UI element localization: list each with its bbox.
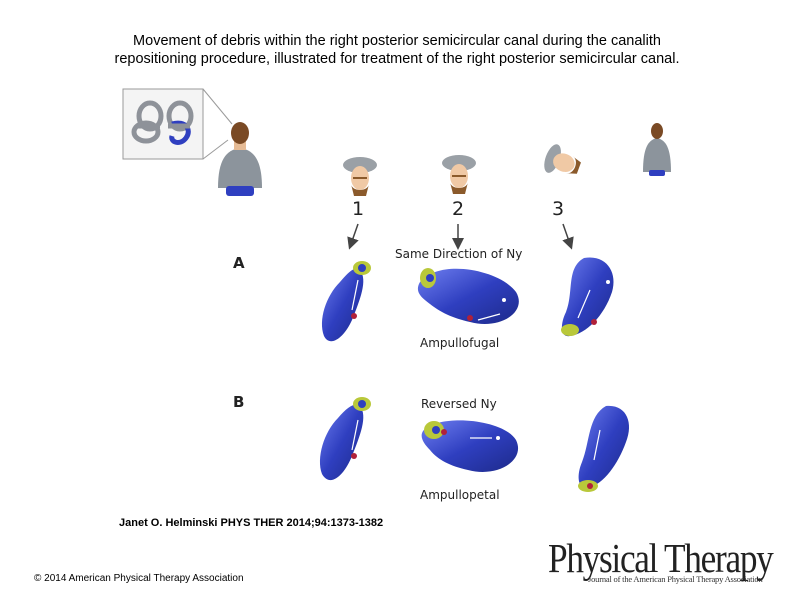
upright-person-figure [218, 122, 262, 196]
step-3-arrow [562, 223, 574, 250]
left-labyrinth-icon [131, 100, 164, 144]
head-position-2-icon [442, 155, 476, 194]
canal-a2 [417, 268, 519, 324]
head-position-1-icon [343, 157, 377, 196]
row-b-label: B [233, 393, 245, 411]
upright-person-final-figure [643, 123, 671, 176]
logo-subtitle: Journal of the American Physical Therapy… [588, 574, 763, 584]
right-labyrinth-icon [166, 100, 194, 145]
copyright-notice: © 2014 American Physical Therapy Associa… [34, 573, 244, 584]
logo-name: Physical Therapy [548, 535, 774, 581]
step-1-label: 1 [352, 198, 365, 220]
step-1-arrow [347, 223, 359, 250]
slide-title: Movement of debris within the right post… [30, 32, 764, 68]
row-b-caption-top: Reversed Ny [421, 397, 497, 411]
canal-a1 [321, 261, 371, 342]
head-position-3-icon [544, 144, 581, 174]
citation: Janet O. Helminski PHYS THER 2014;94:137… [119, 517, 384, 529]
step-2-label: 2 [452, 198, 465, 220]
canal-b2 [421, 420, 519, 472]
title-line-1: Movement of debris within the right post… [133, 33, 661, 49]
title-line-2: repositioning procedure, illustrated for… [114, 51, 680, 67]
row-b-caption-bottom: Ampullopetal [420, 488, 500, 502]
canal-inset [122, 88, 233, 160]
row-a-label: A [233, 254, 245, 272]
step-3-label: 3 [552, 198, 565, 220]
canal-a3 [561, 257, 614, 337]
canal-b1 [319, 397, 371, 481]
canal-b3 [578, 405, 630, 492]
row-a-caption-top: Same Direction of Ny [395, 247, 523, 261]
row-a-caption-bottom: Ampullofugal [420, 336, 500, 350]
physical-therapy-logo: Physical Therapy Journal of the American… [548, 536, 784, 588]
